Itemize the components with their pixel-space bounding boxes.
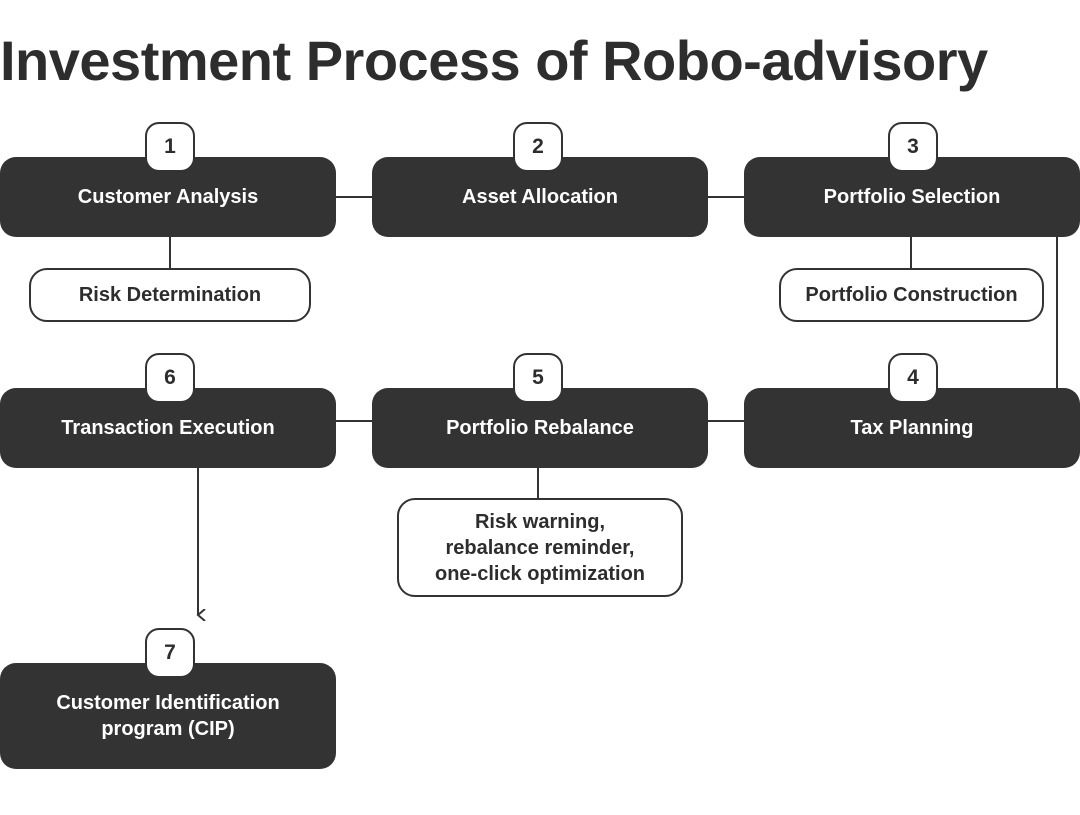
step-label: Portfolio Rebalance xyxy=(446,417,634,439)
step-customer-identification-program: Customer Identification program (CIP) xyxy=(0,663,336,769)
sub-label: Risk warning, rebalance reminder, one-cl… xyxy=(434,510,646,585)
sub-risk-determination: Risk Determination xyxy=(29,268,311,322)
step-number-badge: 3 xyxy=(888,122,938,172)
step-number-badge: 5 xyxy=(513,353,563,403)
step-label: Tax Planning xyxy=(850,417,974,439)
page-title: Investment Process of Robo-advisory xyxy=(0,29,988,92)
step-number-badge: 2 xyxy=(513,122,563,172)
step-number: 7 xyxy=(164,641,176,664)
sub-label: Risk Determination xyxy=(78,284,262,306)
step-label: Customer Analysis xyxy=(77,186,259,208)
step-number-badge: 6 xyxy=(145,353,195,403)
step-label: Customer Identification program (CIP) xyxy=(56,692,280,740)
step-number: 1 xyxy=(164,135,176,158)
step-number: 5 xyxy=(532,366,544,389)
step-number-badge: 7 xyxy=(145,628,195,678)
sub-label: Portfolio Construction xyxy=(805,284,1018,306)
step-label: Portfolio Selection xyxy=(823,186,1001,208)
step-number: 6 xyxy=(164,366,176,389)
sub-rebalance-tools: Risk warning, rebalance reminder, one-cl… xyxy=(397,498,683,597)
step-portfolio-selection: Portfolio Selection xyxy=(744,157,1080,237)
sub-portfolio-construction: Portfolio Construction xyxy=(779,268,1044,322)
step-portfolio-rebalance: Portfolio Rebalance xyxy=(372,388,708,468)
step-label: Asset Allocation xyxy=(462,186,618,208)
step-label: Transaction Execution xyxy=(61,417,275,439)
step-number: 3 xyxy=(907,135,919,158)
step-number: 2 xyxy=(532,135,544,158)
step-number-badge: 4 xyxy=(888,353,938,403)
step-number: 4 xyxy=(907,366,919,389)
step-number-badge: 1 xyxy=(145,122,195,172)
